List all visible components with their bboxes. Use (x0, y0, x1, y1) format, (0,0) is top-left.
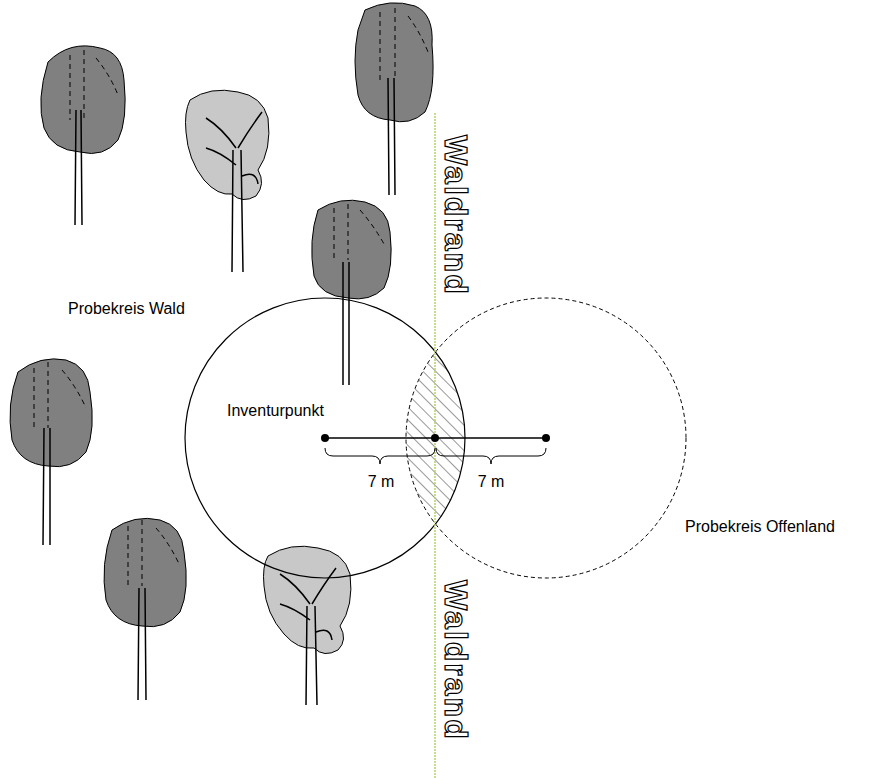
dimension-label: 7 m (478, 473, 505, 491)
edge-point (431, 434, 439, 442)
tree (312, 200, 391, 385)
dimension-label: 7 m (368, 473, 395, 491)
open-land-point (542, 434, 550, 442)
trees (10, 3, 433, 705)
tree (41, 46, 125, 225)
measurement (321, 434, 550, 464)
brace (325, 448, 435, 464)
forest-edge-line (434, 113, 436, 778)
tree (186, 90, 269, 272)
region-label: Probekreis Wald (68, 300, 185, 318)
region-label: Probekreis Offenland (685, 518, 835, 536)
tree (264, 546, 351, 705)
edge-label: Waldrand (437, 580, 474, 741)
brace (436, 448, 546, 464)
tree (10, 359, 92, 545)
tree (355, 3, 433, 195)
edge-label: Waldrand (437, 135, 474, 296)
point-label: Inventurpunkt (227, 402, 324, 420)
tree (104, 518, 186, 700)
inventory-point (321, 434, 329, 442)
